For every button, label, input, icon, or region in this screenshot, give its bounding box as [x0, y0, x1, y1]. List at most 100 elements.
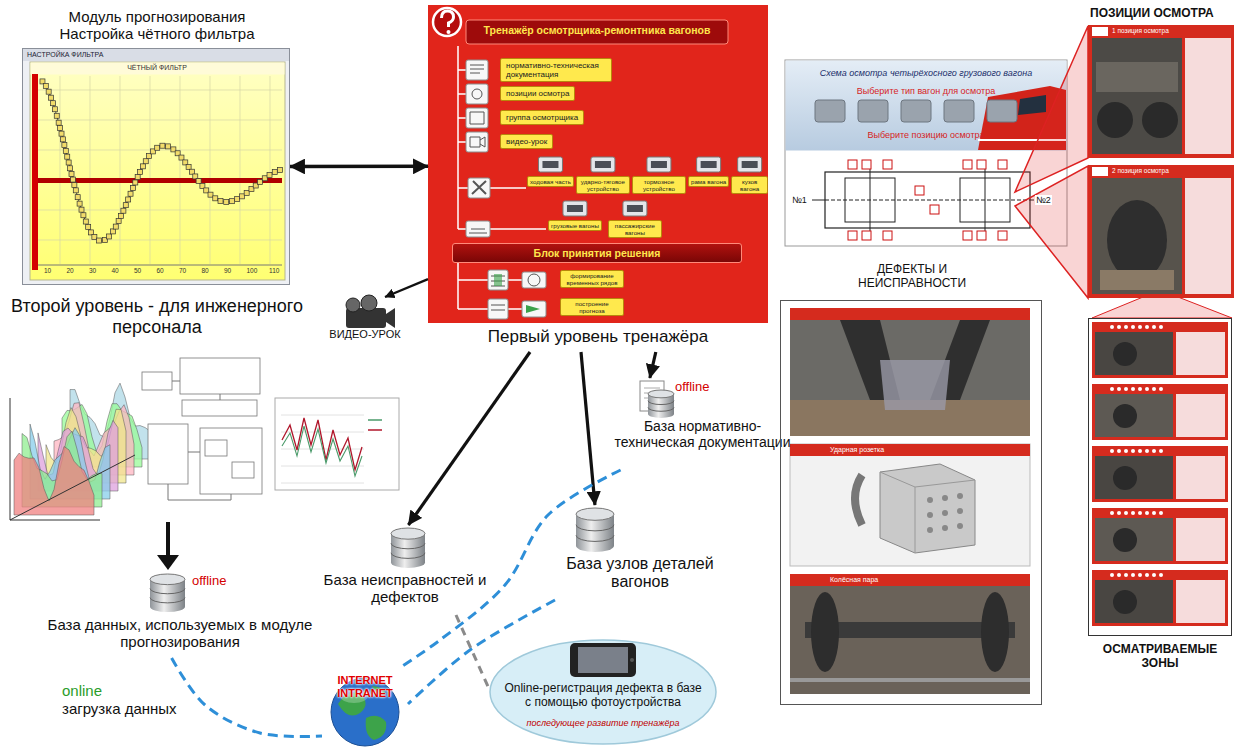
axis-tick: 40 — [112, 267, 119, 274]
filter-chart — [22, 48, 290, 285]
section-band: Блок принятия решения — [452, 243, 742, 263]
defects-panel: ДЕФЕКТЫ И НЕИСПРАВНОСТИ — [780, 300, 1042, 705]
node-text: ЧЁТНЫЙ ФИЛЬТР — [82, 64, 232, 72]
node-text: рама вагона — [691, 178, 726, 185]
database: База неисправностей и дефектов — [320, 525, 490, 615]
node-text: Первый уровень тренажёра — [428, 327, 768, 347]
node-text: тормозное устройство — [635, 178, 683, 192]
node-text: построение прогноза — [564, 300, 620, 314]
axis-tick: 100 — [247, 267, 258, 274]
node-text: Выберите тип вагон для осмотра — [835, 86, 1017, 96]
zones-panel: ОСМАТРИВАЕМЫЕ ЗОНЫ — [1088, 318, 1232, 636]
menu-item: видео-урок — [500, 134, 553, 149]
position-screens — [1088, 25, 1234, 298]
node-text: ударно-тяговое устройство — [579, 178, 627, 192]
decision-item: формирование временных рядов — [560, 270, 624, 288]
planned-link — [456, 615, 488, 687]
node-text: кузов вагона — [734, 178, 765, 192]
node-text: ОСМАТРИВАЕМЫЕ ЗОНЫ — [1085, 643, 1234, 671]
database: База узлов деталей вагонов — [555, 505, 725, 600]
zone-screens — [1092, 322, 1228, 626]
axis-tick: 60 — [157, 267, 164, 274]
submenu-item: пассажирские вагоны — [608, 220, 662, 238]
node-text: Модуль прогнозирования Настройка чётного… — [54, 8, 260, 43]
part-icon — [623, 201, 647, 216]
node-text: Схема осмотра четырёхосного грузового ва… — [805, 68, 1047, 78]
node-text: Второй уровень - для инженерного персона… — [8, 296, 306, 337]
part-icon — [738, 157, 762, 172]
part-icon — [647, 157, 671, 172]
part-icon — [697, 157, 721, 172]
arrow — [581, 352, 595, 505]
submenu-item: рама вагона — [688, 176, 729, 187]
menu-item: нормативно-техническая документация — [500, 58, 612, 82]
label: №2 — [1035, 195, 1052, 205]
node-text: База нормативно-техническая документации — [605, 418, 800, 450]
axis-tick: 10 — [44, 267, 51, 274]
label: 2 позиция осмотра — [1112, 167, 1169, 174]
axis-tick: 90 — [224, 267, 231, 274]
node-text: НАСТРОЙКА ФИЛЬТРА — [23, 49, 289, 61]
database-icon — [150, 574, 185, 612]
scheme-screen: Схема осмотра четырёхосного грузового ва… — [785, 60, 1067, 246]
arrow — [385, 279, 428, 297]
video-icon — [346, 295, 395, 328]
submenu-item: грузовые вагоны — [548, 220, 602, 231]
label: 1 позиция осмотра — [1112, 27, 1169, 34]
part-icon — [538, 157, 562, 172]
part-icon — [591, 157, 615, 172]
axis-tick: 80 — [202, 267, 209, 274]
arrow — [650, 352, 656, 378]
node-text: позиции осмотра — [506, 89, 569, 98]
submenu-item: ходовая часть — [527, 176, 574, 187]
axis-tick: 110 — [269, 267, 279, 274]
node-text: ДЕФЕКТЫ И НЕИСПРАВНОСТИ — [842, 263, 982, 291]
node-text: Блок принятия решения — [453, 247, 741, 259]
database-icon — [391, 528, 425, 568]
node-text: видео-урок — [506, 137, 547, 146]
node-text: База данных, используемых в модуле прогн… — [40, 616, 320, 651]
node-text: грузовые вагоны — [551, 222, 599, 229]
database: offlineБаза данных, используемых в модул… — [40, 572, 320, 658]
database-icon — [648, 390, 674, 418]
node-text: Online-регистрация дефекта в базе с помо… — [503, 682, 703, 710]
node-text: последующее развитие тренажёра — [518, 718, 688, 728]
database: offlineБаза нормативно-техническая докум… — [605, 378, 800, 470]
double-arrow — [290, 165, 428, 169]
node-text: ВИДЕО-УРОК — [320, 328, 410, 341]
node-text: offline — [192, 574, 226, 589]
axis-tick: 70 — [179, 267, 186, 274]
label: Ударная розетка — [830, 446, 884, 454]
trainer-panel: Тренажёр осмотрщика-ремонтника вагоновПе… — [428, 5, 768, 352]
label: Колёсная пара — [830, 576, 878, 584]
node-text: группа осмотрщика — [506, 113, 578, 122]
node-text: Тренажёр осмотрщика-ремонтника вагонов — [468, 22, 726, 38]
node-text: ходовая часть — [530, 178, 571, 185]
menu-item: позиции осмотра — [500, 86, 575, 101]
axis-tick: 30 — [89, 267, 96, 274]
trainer-panel-art — [428, 5, 768, 323]
node-text: INTERNET INTRANET — [322, 674, 408, 699]
label: online — [62, 682, 102, 699]
axis-tick: 20 — [67, 267, 74, 274]
submenu-item: кузов вагона — [731, 176, 768, 194]
part-icon — [563, 201, 587, 216]
menu-item: группа осмотрщика — [500, 110, 584, 125]
node-text: формирование временных рядов — [564, 272, 620, 286]
node-text: База узлов деталей вагонов — [555, 555, 725, 592]
node-text: offline — [675, 380, 709, 395]
database-icon — [576, 508, 614, 552]
arrow — [408, 352, 530, 525]
video-lesson: ВИДЕО-УРОК — [325, 297, 405, 347]
forecast-illustration — [10, 358, 399, 570]
node-text: нормативно-техническая документация — [506, 61, 606, 79]
registration-ellipse: Online-регистрация дефекта в базе с помо… — [488, 638, 718, 746]
submenu-item: ударно-тяговое устройство — [576, 176, 630, 194]
network-link — [172, 658, 322, 736]
node-text: База неисправностей и дефектов — [320, 571, 490, 606]
label: ПОЗИЦИИ ОСМОТРА — [1090, 7, 1214, 21]
node-text: пассажирские вагоны — [611, 222, 659, 236]
network-globe: INTERNET INTRANET — [322, 668, 408, 748]
decision-item: построение прогноза — [560, 298, 624, 316]
label: №1 — [792, 195, 807, 205]
